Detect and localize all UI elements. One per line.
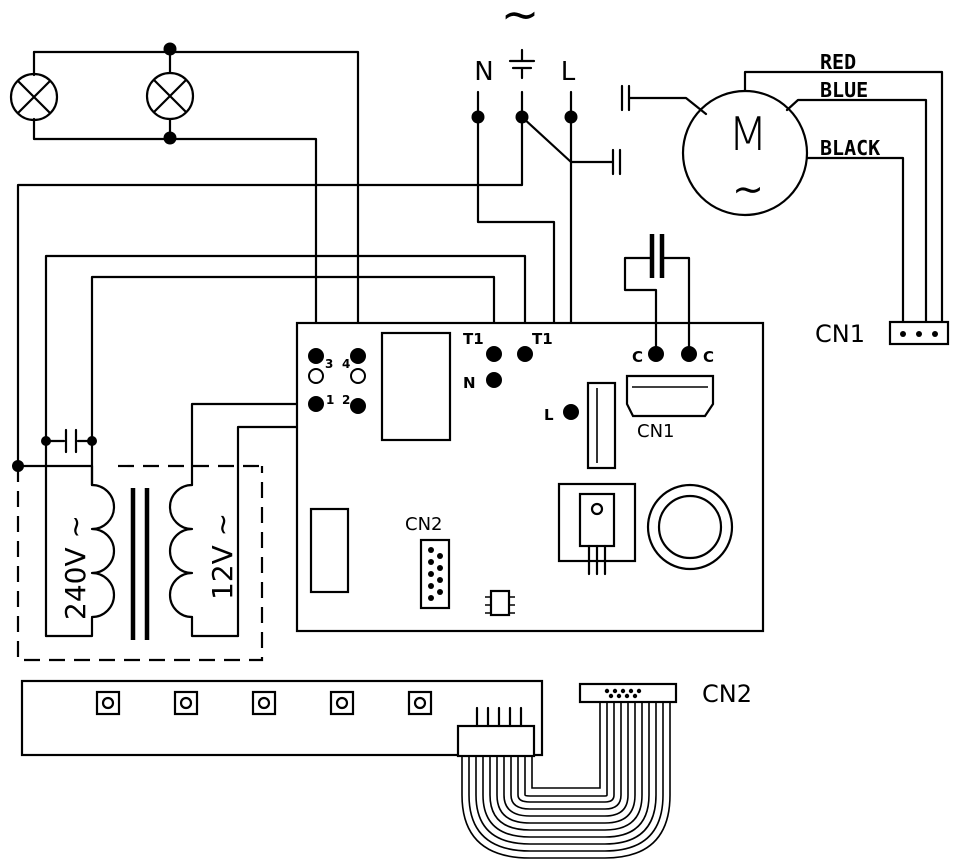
cn1-board-label: CN1 (637, 421, 675, 442)
fan-motor: M ∼ RED BLUE BLACK CN1 (620, 50, 950, 348)
terminal-1-label: 1 (326, 393, 334, 407)
keypad-board (20, 679, 544, 758)
l-terminal-label: L (544, 406, 554, 424)
buzzer-icon (646, 483, 734, 571)
t1-left-label: T1 (463, 330, 484, 348)
ic-chip-icon (485, 589, 515, 617)
cn1-external-label: CN1 (815, 320, 865, 348)
cn2-external-label: CN2 (702, 680, 752, 708)
transformer: 240V ∼ 12V ∼ (12, 254, 527, 662)
keypad-button-2[interactable] (173, 690, 199, 716)
secondary-coil-icon (168, 483, 194, 619)
motor-ac-symbol: ∼ (732, 167, 764, 211)
primary-voltage-label: 240V ∼ (59, 515, 92, 620)
earth-symbol-icon (508, 48, 536, 80)
lamp-circuit (9, 42, 360, 354)
cn1-board-connector (625, 374, 715, 418)
relay (380, 331, 452, 442)
motor-letter: M (728, 107, 768, 161)
keypad-button-5[interactable] (407, 690, 433, 716)
terminal-4-label: 4 (342, 357, 350, 371)
c-right-label: C (703, 348, 714, 366)
keypad-connector (456, 706, 536, 758)
heatsink-component (586, 381, 617, 470)
keypad-button-1[interactable] (95, 690, 121, 716)
cn2-board-connector (419, 538, 451, 610)
keypad-button-3[interactable] (251, 690, 277, 716)
wire-label-blue: BLUE (820, 78, 868, 102)
secondary-voltage-label: 12V ∼ (206, 513, 239, 600)
c-left-label: C (632, 348, 643, 366)
supply-live-label: L (561, 57, 576, 87)
ribbon-cable (461, 699, 677, 859)
t1-right-label: T1 (532, 330, 553, 348)
transistor-icon (557, 482, 637, 576)
keypad-button-4[interactable] (329, 690, 355, 716)
cn2-external-connector (578, 682, 678, 704)
lamp-left-icon (9, 72, 59, 122)
supply-neutral-label: N (474, 57, 493, 87)
control-board: 3 4 1 2 T1 T1 N L C C CN1 (295, 234, 765, 633)
n-terminal-label: N (463, 374, 476, 392)
terminal-3-label: 3 (325, 357, 333, 371)
wire-label-black: BLACK (820, 136, 880, 160)
lamp-right-icon (145, 71, 195, 121)
terminal-2-label: 2 (342, 393, 350, 407)
primary-coil-icon (90, 483, 116, 619)
mains-supply: ∼ N L (16, 0, 622, 468)
ac-symbol: ∼ (501, 0, 540, 41)
cn1-external-connector (888, 320, 950, 346)
cn2-board-label: CN2 (405, 514, 443, 535)
wire-label-red: RED (820, 50, 856, 74)
resistor-block (309, 507, 350, 594)
